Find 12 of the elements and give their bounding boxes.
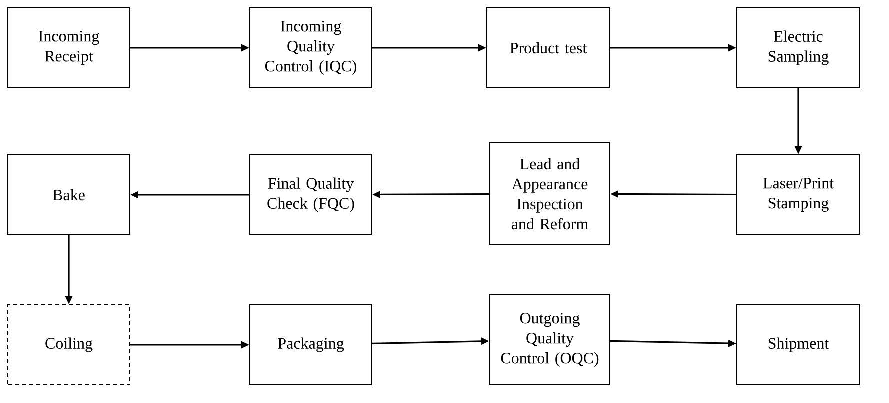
process-box: Laser/Print Stamping — [736, 154, 860, 236]
process-box: Incoming Quality Control (IQC) — [250, 8, 372, 88]
process-box: Product test — [486, 8, 610, 88]
process-box: Incoming Receipt — [8, 8, 130, 88]
process-box: Coiling — [8, 304, 130, 386]
process-box: Outgoing Quality Control (OQC) — [490, 294, 610, 386]
process-box: Shipment — [736, 304, 860, 386]
process-box: Final Quality Check (FQC) — [250, 154, 372, 236]
process-box: Lead and Appearance Inspection and Reform — [490, 142, 610, 246]
process-box: Packaging — [250, 304, 372, 386]
process-box: Bake — [8, 154, 130, 236]
process-box: Electric Sampling — [736, 8, 860, 88]
